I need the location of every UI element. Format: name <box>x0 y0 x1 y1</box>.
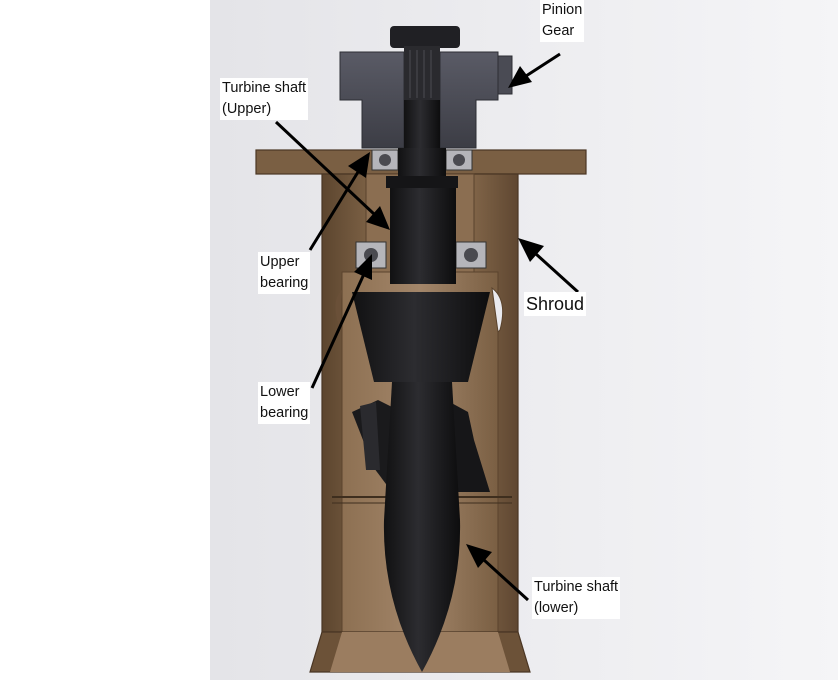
label-lower-bearing-line2: bearing <box>260 405 309 421</box>
label-turbine-shaft-upper-line2: (Upper) <box>222 101 272 117</box>
pinion-gear <box>339 51 513 149</box>
lower-bearing-part <box>355 241 487 269</box>
label-turbine-shaft-upper: Turbine shaft (Upper) <box>220 78 309 120</box>
arrow-pinion-gear <box>508 52 561 88</box>
label-pinion-gear: Pinion Gear <box>540 0 585 42</box>
label-turbine-shaft-lower-line1: Turbine shaft <box>534 579 619 595</box>
label-upper-bearing-line1: Upper <box>260 254 300 270</box>
render-background <box>210 0 838 680</box>
label-pinion-gear-line1: Pinion <box>542 2 583 18</box>
upper-bearing-part <box>371 149 473 171</box>
callout-arrows <box>274 52 580 602</box>
label-upper-bearing-line2: bearing <box>260 275 309 291</box>
label-pinion-gear-line2: Gear <box>542 23 575 39</box>
label-turbine-shaft-lower-line2: (lower) <box>534 600 579 616</box>
turbine-shaft <box>352 26 490 672</box>
arrow-turbine-shaft-lower <box>466 544 530 602</box>
label-upper-bearing: Upper bearing <box>258 252 311 294</box>
label-lower-bearing-line1: Lower <box>260 384 300 400</box>
label-turbine-shaft-upper-line1: Turbine shaft <box>222 80 307 96</box>
label-shroud: Shroud <box>524 292 587 316</box>
label-turbine-shaft-lower: Turbine shaft (lower) <box>532 577 621 619</box>
label-lower-bearing: Lower bearing <box>258 382 311 424</box>
arrow-upper-bearing <box>308 152 370 251</box>
arrow-turbine-shaft-upper <box>274 120 390 230</box>
label-shroud-line1: Shroud <box>526 294 585 314</box>
arrow-lower-bearing <box>310 254 372 389</box>
arrow-shroud <box>518 238 580 294</box>
